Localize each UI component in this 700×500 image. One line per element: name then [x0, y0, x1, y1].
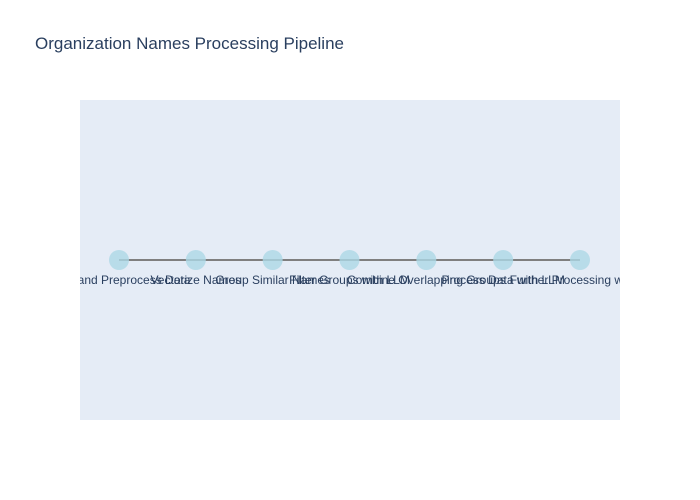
pipeline-node-6	[493, 250, 514, 270]
pipeline-node-label-6: Process Data with LLM	[441, 273, 564, 287]
pipeline-node-label-1: Load and Preprocess Data	[80, 273, 191, 287]
pipeline-node-7	[570, 250, 590, 270]
pipeline-node-3	[262, 250, 283, 270]
pipeline-node-label-5: Combine Overlapping Groups	[347, 273, 506, 287]
chart-title: Organization Names Processing Pipeline	[35, 34, 344, 53]
pipeline-node-label-2: Vectorize Names	[150, 273, 241, 287]
pipeline-node-1	[109, 250, 129, 270]
pipeline-node-5	[416, 250, 437, 270]
pipeline-node-label-4: Filter Groups with LLM	[289, 273, 410, 287]
pipeline-node-2	[185, 250, 206, 270]
pipeline-node-label-7: Further Processing with W	[510, 273, 620, 287]
pipeline-node-label-3: Group Similar Names	[215, 273, 330, 287]
pipeline-node-4	[339, 250, 360, 270]
